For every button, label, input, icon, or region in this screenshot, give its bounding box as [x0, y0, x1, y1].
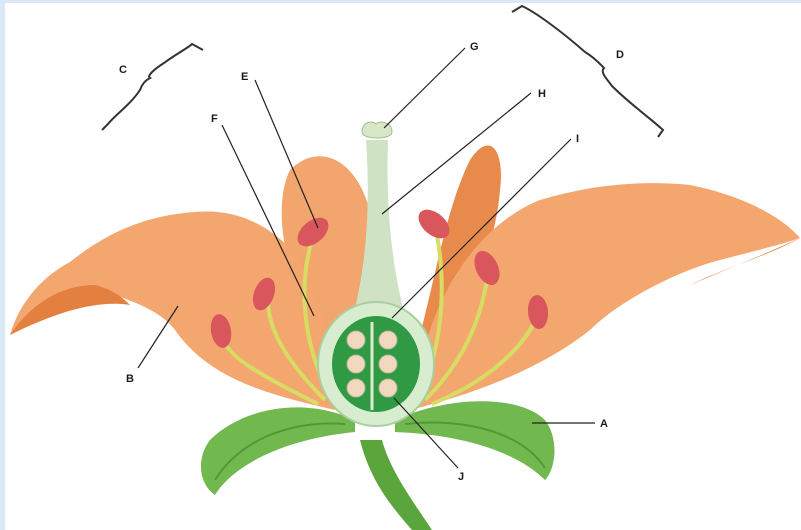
- sepal-right: [395, 401, 554, 480]
- label-c: C: [119, 64, 127, 76]
- ovary-inner: [332, 316, 420, 412]
- label-f: F: [211, 113, 218, 125]
- ovule-6: [379, 379, 397, 397]
- label-i: I: [576, 133, 579, 145]
- label-e: E: [241, 71, 248, 83]
- bracket-d: [512, 6, 663, 137]
- ovule-1: [347, 331, 365, 349]
- label-d: D: [616, 49, 624, 61]
- bracket-c: [102, 44, 203, 130]
- leader-b: [138, 306, 178, 368]
- leader-g: [384, 48, 465, 128]
- label-g: G: [470, 41, 479, 53]
- ovule-2: [379, 331, 397, 349]
- ovule-4: [379, 355, 397, 373]
- ovule-5: [347, 379, 365, 397]
- stem: [360, 440, 432, 530]
- label-j: J: [458, 471, 464, 483]
- label-b: B: [126, 373, 134, 385]
- label-h: H: [538, 88, 546, 100]
- sepal-left: [201, 407, 355, 495]
- label-a: A: [600, 418, 608, 430]
- ovule-3: [347, 355, 365, 373]
